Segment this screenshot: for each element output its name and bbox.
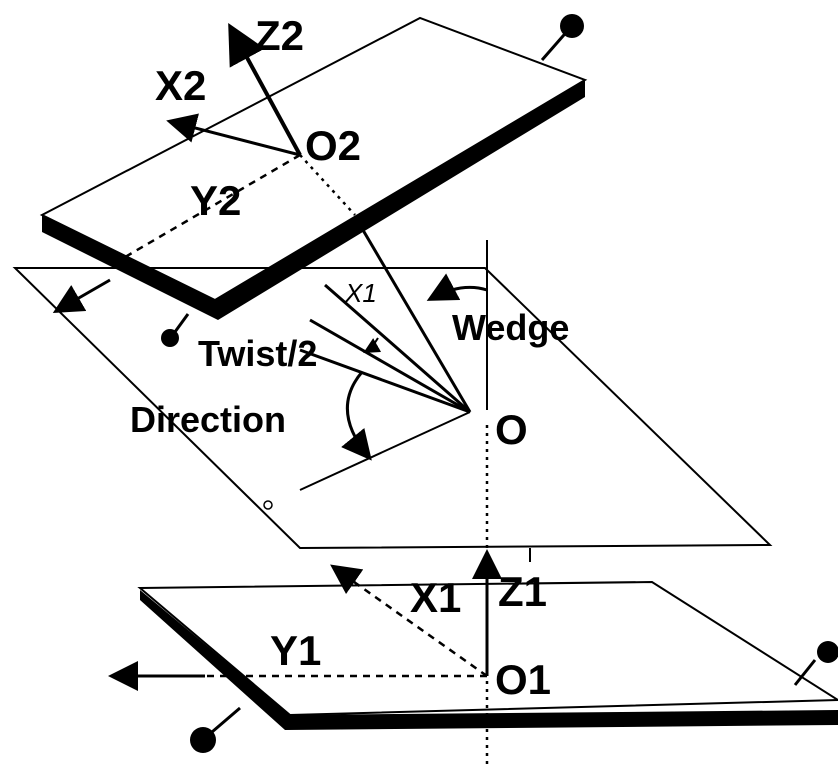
y2-axis-dashed: [119, 153, 301, 262]
mid-plane-arrow: [52, 278, 111, 313]
label-wedge: Wedge: [452, 307, 569, 348]
direction-line: [299, 411, 471, 491]
label-o: O: [495, 406, 528, 453]
direction-arc: [341, 371, 372, 461]
top-plate: [39, 14, 588, 320]
x1-axis-arrow: [330, 564, 364, 595]
label-x1: X1: [410, 574, 461, 621]
bottom-plate-handle-right: [793, 659, 817, 686]
wedge-arc: [426, 273, 488, 301]
label-z2: Z2: [255, 12, 304, 59]
label-x1-small: X1: [344, 278, 377, 308]
twist-arc: [363, 337, 382, 353]
label-y1: Y1: [270, 627, 321, 674]
o2-drop-dotted: [299, 154, 356, 216]
twist-line: [309, 318, 471, 414]
label-x2: X2: [155, 62, 206, 109]
label-z1: Z1: [498, 568, 547, 615]
bottom-plate-bead-left: [190, 727, 216, 753]
x2-axis-arrow: [166, 113, 301, 157]
middle-reference-plane: [12, 224, 773, 768]
bottom-plate-bead-right: [817, 641, 838, 663]
label-o2: O2: [305, 122, 361, 169]
z2-axis-arrow: [228, 22, 302, 156]
bottom-plate: [108, 548, 838, 753]
top-plate-bead: [560, 14, 584, 38]
label-twist: Twist/2: [198, 333, 317, 374]
bottom-plate-handle-left: [211, 706, 241, 734]
small-marker-circle: [263, 500, 273, 510]
mid-left-bead: [161, 313, 190, 347]
label-o1: O1: [495, 656, 551, 703]
label-y2: Y2: [190, 177, 241, 224]
x1-projection-line: [324, 283, 471, 414]
label-direction: Direction: [130, 399, 286, 440]
twist-line-2: [299, 348, 471, 414]
z2-axis-lower: [358, 224, 472, 413]
